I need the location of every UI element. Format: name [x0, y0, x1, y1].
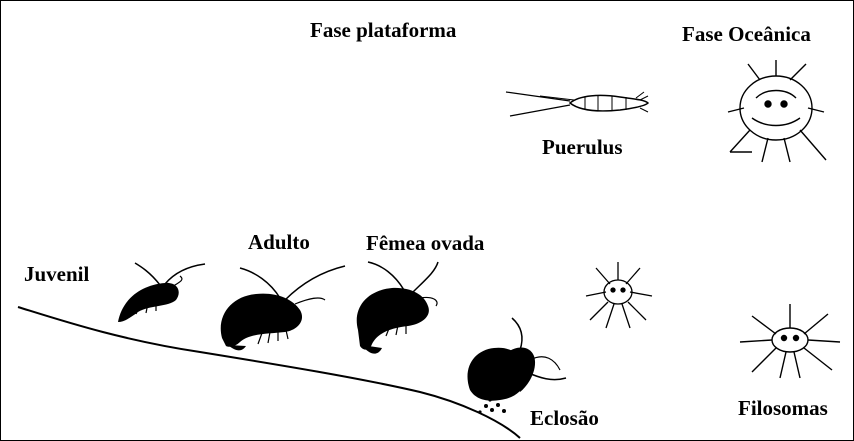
- oceanic-phyllosoma-drawing: [728, 60, 826, 162]
- label-fase-plataforma: Fase plataforma: [310, 20, 456, 41]
- femea-ovada-lobster-drawing: [357, 262, 438, 354]
- label-juvenil: Juvenil: [24, 264, 89, 285]
- early-phyllosoma-drawing: [586, 262, 652, 328]
- eclosao-drawing: [467, 318, 566, 414]
- label-fase-oceanica: Fase Oceânica: [682, 24, 811, 45]
- label-filosomas: Filosomas: [738, 398, 828, 419]
- label-femea-ovada: Fêmea ovada: [366, 233, 484, 254]
- adulto-lobster-drawing: [221, 266, 345, 350]
- label-eclosao: Eclosão: [530, 408, 599, 429]
- juvenil-lobster-drawing: [118, 263, 205, 322]
- filosomas-drawing: [740, 304, 840, 378]
- label-puerulus: Puerulus: [542, 137, 623, 158]
- label-adulto: Adulto: [248, 232, 310, 253]
- puerulus-drawing: [506, 92, 648, 116]
